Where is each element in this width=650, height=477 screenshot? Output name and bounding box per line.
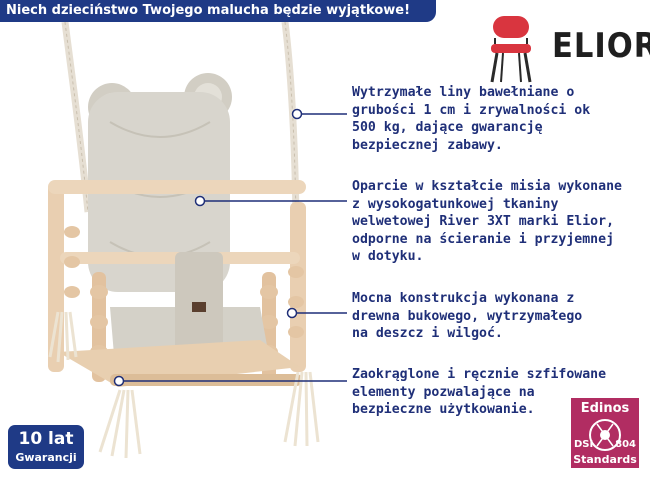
feature-backrest: Oparcie w kształcie misia wykonane z wys…	[352, 179, 622, 264]
warranty-years: 10 lat	[18, 429, 74, 449]
certificate-subtitle: Standards	[573, 453, 637, 466]
promo-banner: Niech dzieciństwo Twojego malucha będzie…	[0, 0, 436, 22]
baby-swing-image	[48, 22, 320, 459]
warranty-badge: 10 lat Gwarancji	[8, 425, 84, 469]
certificate-seal-icon	[589, 419, 621, 451]
certificate-badge: Edinos DSI 804 Standards	[571, 398, 639, 468]
certificate-dsi: DSI	[574, 439, 594, 450]
brand-logo-text: ELIOR	[552, 26, 650, 66]
feature-construction: Mocna konstrukcja wykonana z drewna buko…	[352, 291, 583, 341]
warranty-label: Gwarancji	[15, 451, 77, 464]
feature-ropes: Wytrzymałe liny bawełniane o grubości 1 …	[352, 85, 591, 153]
feature-rounded-elements: Zaokrąglone i ręcznie szfifowane element…	[352, 367, 607, 417]
certificate-number: 804	[615, 439, 636, 450]
certificate-title: Edinos	[580, 401, 630, 416]
chair-icon	[490, 16, 532, 83]
